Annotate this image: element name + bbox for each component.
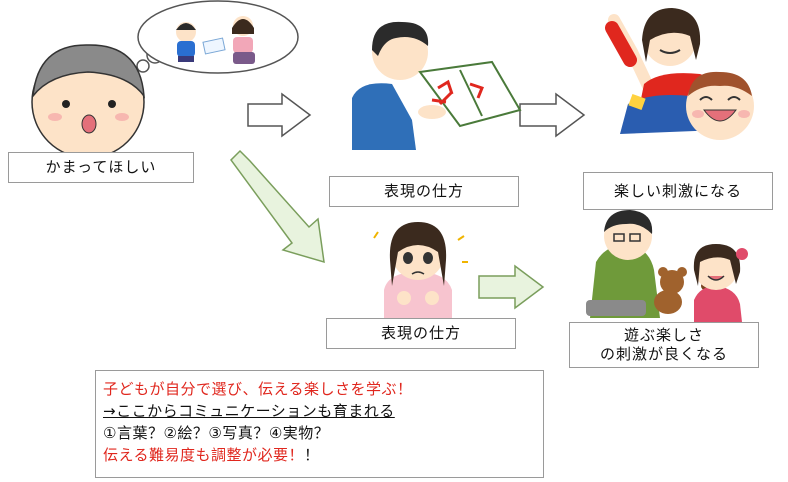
note-line-1: 子どもが自分で選び、伝える楽しさを学ぶ！ [103,380,413,398]
label-expression-method-bottom-text: 表現の仕方 [380,324,461,343]
label-expression-method-top-text: 表現の仕方 [383,182,464,201]
arrow-right-icon [478,264,545,310]
thought-bubble [136,0,299,74]
label-good-stimulus-line2: の刺激が良くなる [599,345,728,363]
bubble-mother-icon [232,16,255,64]
note-line-3: ①言葉？②絵？③写真？④実物？ [103,424,330,442]
child-drawing-icon [352,21,522,150]
note-box: 子どもが自分で選び、伝える楽しさを学ぶ！ →ここからコミュニケーションも育まれる… [95,370,544,478]
label-expression-method-bottom: 表現の仕方 [326,318,516,349]
worried-girl-icon [373,222,468,318]
bubble-paper-icon [202,37,226,55]
boy-face-icon [31,44,145,159]
arrow-diagonal-icon [230,149,325,264]
label-expression-method-top: 表現の仕方 [329,176,519,207]
label-want-attention-text: かまってほしい [45,158,157,177]
teddy-bear-icon [654,267,687,314]
note-line-2: →ここからコミュニケーションも育まれる [103,402,395,420]
father-playing-icon [586,210,660,318]
arrow-right-icon [247,92,312,138]
girl-happy-icon [693,244,748,322]
baby-laughing-icon [628,71,754,140]
label-good-stimulus: 遊ぶ楽しさ の刺激が良くなる [569,322,759,368]
note-line-4-red: 伝える難易度も調整が必要！ [103,446,305,464]
label-fun-stimulus: 楽しい刺激になる [583,172,773,210]
arrow-right-icon [519,92,586,138]
label-good-stimulus-line1: 遊ぶ楽しさ [623,326,704,345]
label-fun-stimulus-text: 楽しい刺激になる [613,181,742,200]
note-line-4-black: ！ [304,446,320,464]
note-line-4: 伝える難易度も調整が必要！！ [103,444,543,466]
bubble-child-icon [176,22,196,62]
label-want-attention: かまってほしい [8,152,194,183]
